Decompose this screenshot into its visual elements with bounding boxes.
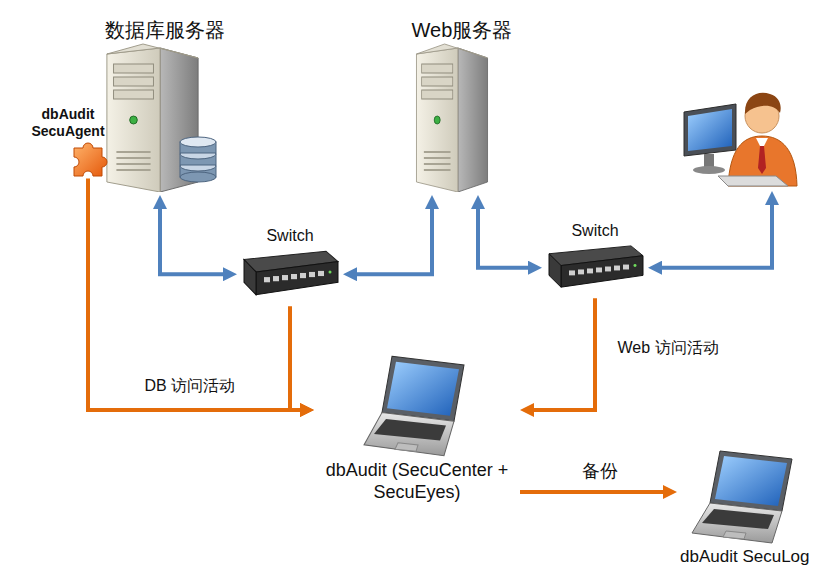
web-server-icon [416, 44, 487, 192]
node-label: Web服务器 [412, 18, 513, 42]
network-switch: Switch [240, 226, 340, 303]
icon-area [240, 245, 340, 303]
network-switch: Switch [545, 221, 645, 295]
icon-area [545, 240, 645, 295]
network-link [659, 202, 772, 268]
network-switch-icon [549, 246, 643, 287]
audit-flow-arrow [531, 298, 595, 410]
log-laptop: dbAudit SecuLog [680, 447, 810, 567]
edge-label: 备份 [579, 461, 621, 483]
icon-area [32, 140, 104, 176]
audit-flow-arrow [520, 490, 666, 494]
audit-flow-arrow [290, 306, 303, 410]
agent-plugin: dbAudit SecuAgent [28, 106, 108, 176]
node-label: Switch [571, 221, 618, 240]
audit-laptop-icon [364, 356, 464, 455]
icon-area [690, 447, 800, 547]
edge-label: DB 访问活动 [142, 376, 239, 395]
node-label: dbAudit SecuAgent [28, 106, 108, 140]
node-label: dbAudit SecuLog [680, 547, 810, 567]
node-label: Switch [266, 226, 313, 245]
icon-area [415, 42, 509, 192]
network-link [354, 206, 432, 274]
log-laptop-icon [692, 451, 792, 543]
web-server: Web服务器 [412, 18, 513, 192]
agent-plugin-icon [74, 143, 107, 176]
network-link [478, 206, 531, 268]
network-switch-icon [244, 251, 338, 295]
user-workstation-icon [684, 93, 797, 186]
node-label: 数据库服务器 [105, 18, 225, 42]
network-link [160, 206, 226, 274]
database-server: 数据库服务器 [105, 18, 225, 192]
database-disk-stack [180, 137, 216, 182]
audit-laptop: dbAudit (SecuCenter + SecuEyes) [317, 352, 517, 503]
icon-area [362, 352, 472, 460]
icon-area [105, 42, 225, 192]
audit-flow-arrow [88, 179, 303, 410]
icon-area [680, 82, 798, 188]
user-workstation [680, 82, 798, 188]
node-label: dbAudit (SecuCenter + SecuEyes) [317, 460, 517, 503]
edge-label: Web 访问活动 [615, 338, 722, 357]
